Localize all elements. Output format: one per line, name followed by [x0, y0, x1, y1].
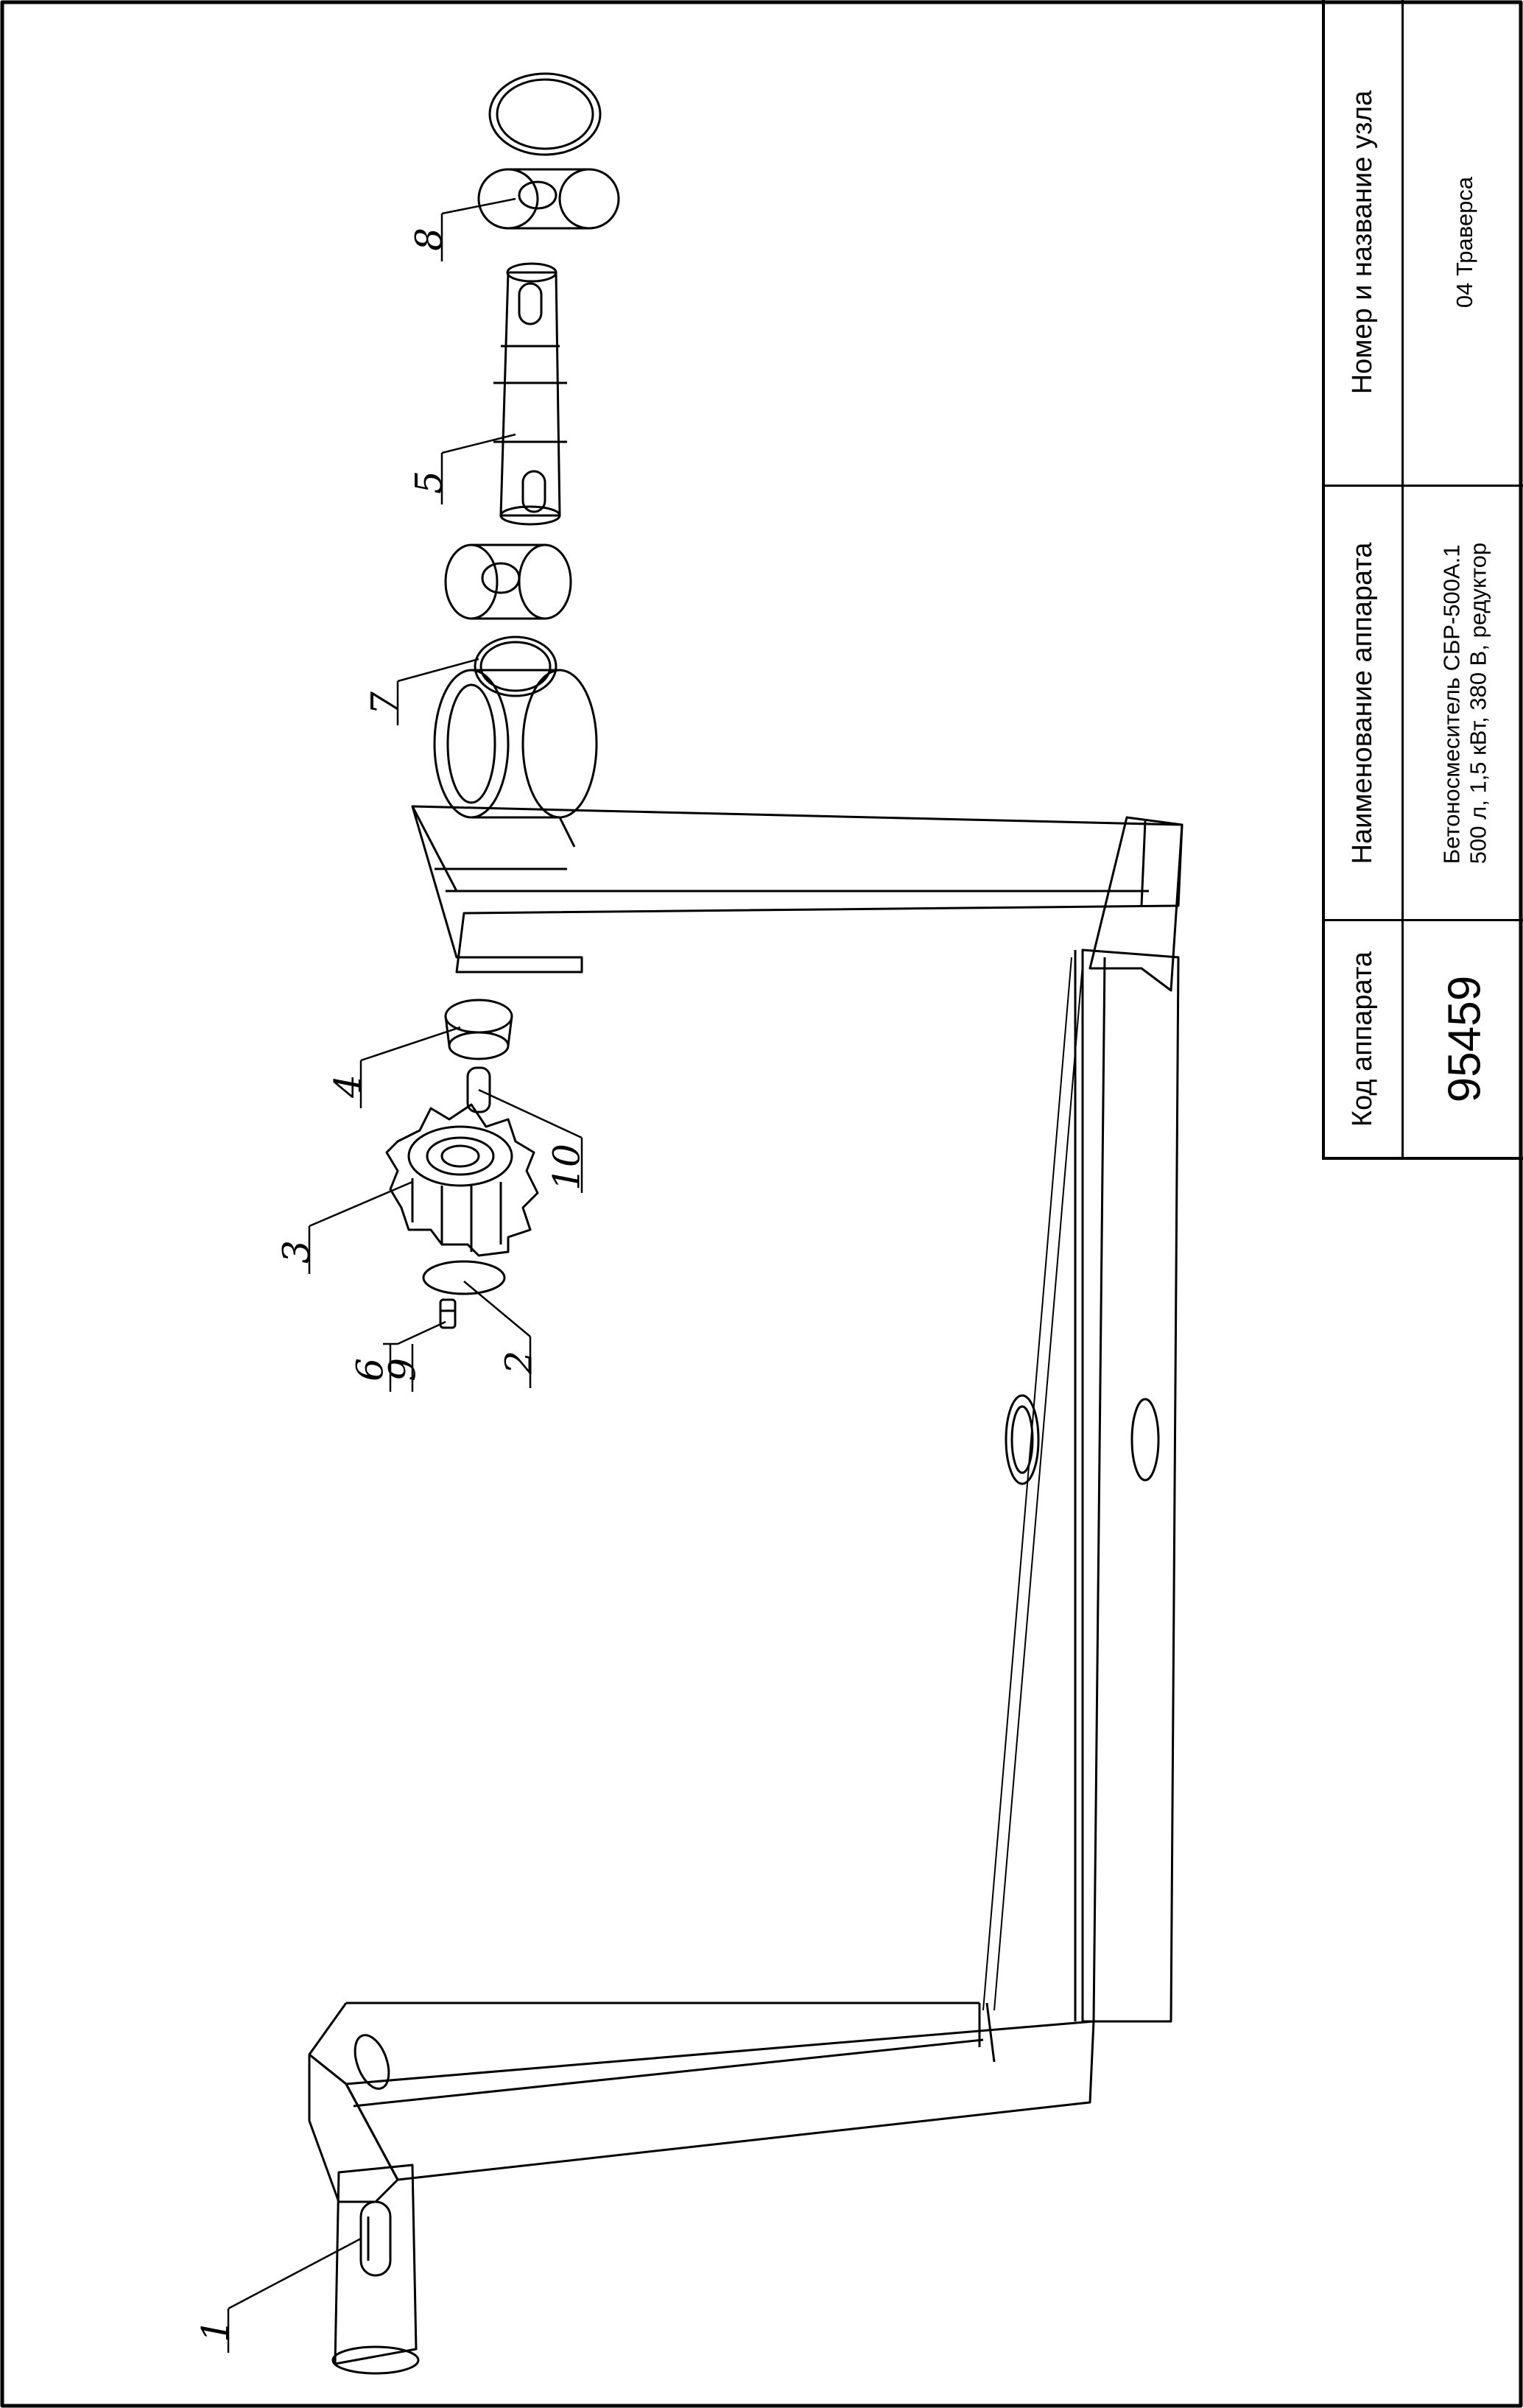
title-block-row-divider-2	[1325, 919, 1523, 921]
screw-6	[439, 1298, 457, 1329]
node-header: Номер и название узла	[1347, 90, 1379, 395]
callout-label-2: 2	[493, 1337, 545, 1388]
bearing-housing	[433, 669, 598, 870]
callout-7: 7	[363, 691, 407, 715]
code-value: 95459	[1439, 975, 1491, 1103]
callout-label-7: 7	[359, 677, 411, 729]
name-value: Бетоносмеситель СБР-500А.1 500 л, 1,5 кВ…	[1438, 542, 1491, 863]
code-header-cell: Код аппарата	[1325, 921, 1401, 1157]
retaining-ring-7	[474, 636, 558, 697]
leader-lines	[227, 197, 583, 2353]
title-block-row-divider-1	[1325, 485, 1523, 487]
callout-8: 8	[407, 228, 451, 251]
callout-9: 9	[381, 1358, 424, 1381]
callout-3: 3	[275, 1240, 318, 1264]
name-value-cell: Бетоносмеситель СБР-500А.1 500 л, 1,5 кВ…	[1404, 487, 1523, 919]
callout-label-9: 9	[377, 1344, 429, 1395]
name-value-line-2: 500 л, 1,5 кВт, 380 В, редуктор	[1465, 542, 1491, 864]
shaft-5	[493, 262, 567, 526]
callout-label-5: 5	[404, 457, 455, 508]
title-block: Номер и название узла 04 Траверса Наимен…	[1322, 0, 1523, 1160]
callout-label-4: 4	[323, 1060, 374, 1112]
retaining-ring-top	[488, 72, 602, 156]
pin-10	[466, 1066, 491, 1113]
callout-1: 1	[194, 2319, 237, 2342]
code-value-cell: 95459	[1404, 921, 1523, 1157]
gear-3	[385, 1103, 539, 1257]
name-value-line-1: Бетоносмеситель СБР-500А.1	[1438, 543, 1465, 864]
code-header: Код аппарата	[1347, 951, 1379, 1127]
node-value-cell: 04 Траверса	[1404, 0, 1523, 485]
callout-label-10: 10	[534, 1138, 600, 1197]
bearing-lower	[444, 543, 572, 620]
callout-label-8: 8	[404, 214, 455, 265]
name-header: Наименование аппарата	[1347, 542, 1379, 864]
callout-5: 5	[407, 471, 451, 494]
title-block-column-divider	[1401, 0, 1404, 1157]
callout-label-1: 1	[190, 2305, 242, 2356]
node-value: 04 Траверса	[1452, 176, 1478, 309]
callout-label-3: 3	[271, 1226, 323, 1278]
callout-4: 4	[326, 1074, 370, 1098]
callout-2: 2	[497, 1351, 541, 1374]
name-header-cell: Наименование аппарата	[1325, 487, 1401, 919]
bearing-8	[477, 168, 620, 230]
callout-10: 10	[545, 1144, 588, 1191]
traverse-frame	[308, 805, 1183, 2375]
node-header-cell: Номер и название узла	[1325, 0, 1401, 485]
washer-2	[422, 1260, 506, 1295]
